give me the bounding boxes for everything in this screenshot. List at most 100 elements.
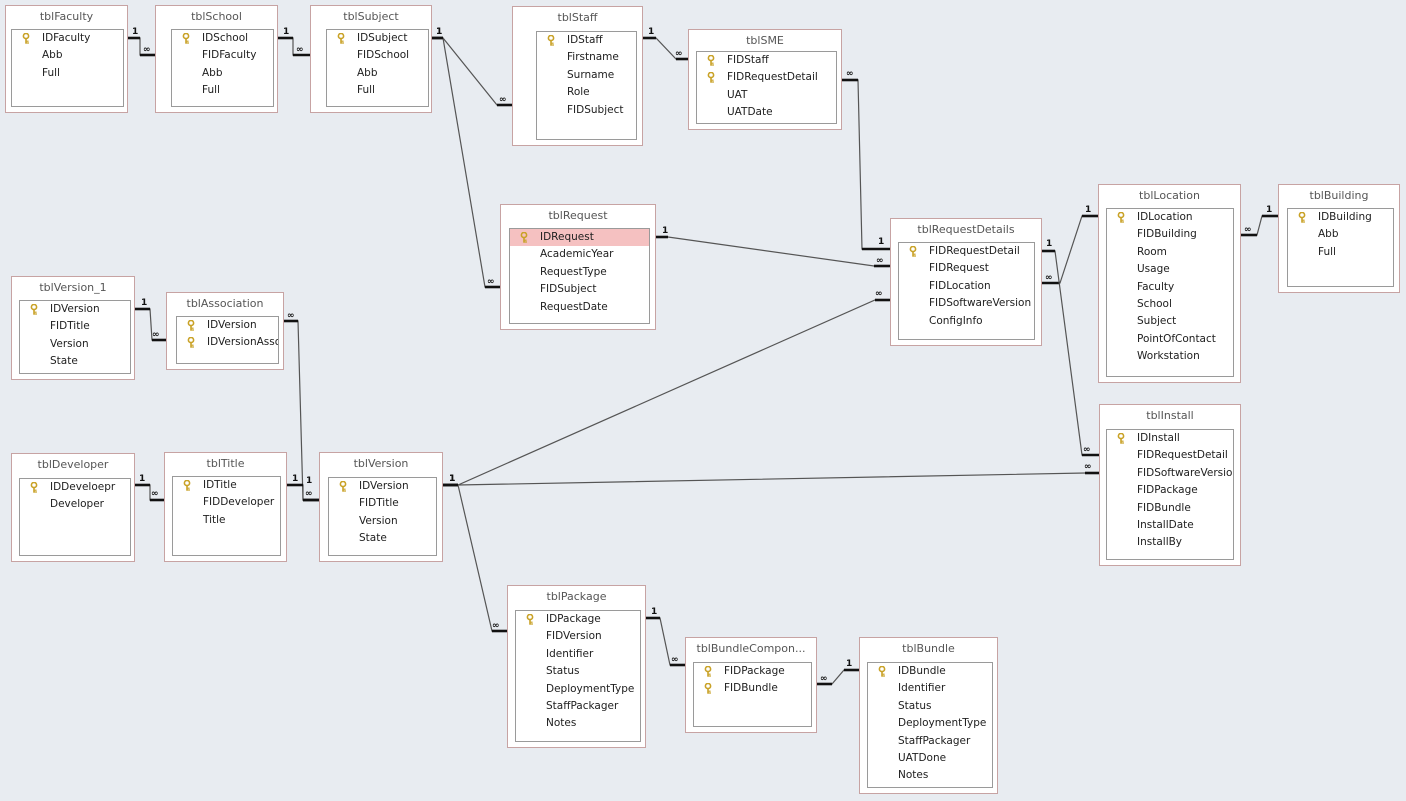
field-row[interactable]: Surname	[537, 67, 636, 84]
table-title[interactable]: tblVersion_1	[39, 281, 107, 294]
table-title[interactable]: tblAssociation	[186, 297, 264, 310]
field-row[interactable]: FIDVersion	[516, 628, 640, 645]
field-row[interactable]: Version	[329, 513, 436, 530]
relationship-line[interactable]: 1∞	[643, 27, 688, 61]
field-row[interactable]: InstallBy	[1107, 534, 1233, 551]
relationship-line[interactable]: 1∞	[128, 27, 155, 57]
field-row[interactable]: StaffPackager	[516, 698, 640, 715]
field-row[interactable]: UATDone	[868, 750, 992, 767]
field-row[interactable]: FIDSchool	[327, 47, 428, 64]
relationship-line[interactable]: 1∞	[1042, 205, 1098, 285]
field-row[interactable]: UATDate	[697, 104, 836, 121]
field-row[interactable]: Role	[537, 84, 636, 101]
relationship-line[interactable]: 1∞	[443, 462, 1099, 487]
field-row[interactable]: FIDTitle	[20, 318, 130, 335]
field-row[interactable]: IDFaculty	[12, 30, 123, 47]
table-title[interactable]: tblDeveloper	[37, 458, 109, 471]
field-row[interactable]: Notes	[868, 767, 992, 784]
field-row[interactable]: Subject	[1107, 313, 1233, 330]
table-title[interactable]: tblRequest	[548, 209, 608, 222]
field-row[interactable]: FIDSoftwareVersion	[899, 295, 1034, 312]
field-row[interactable]: FIDRequestDetail	[1107, 447, 1233, 464]
field-row[interactable]: FIDPackage	[1107, 482, 1233, 499]
field-row[interactable]: ConfigInfo	[899, 313, 1034, 330]
field-row[interactable]: FIDLocation	[899, 278, 1034, 295]
field-row[interactable]: IDSchool	[172, 30, 273, 47]
field-row[interactable]: Abb	[327, 65, 428, 82]
field-row[interactable]: IDBuilding	[1288, 209, 1393, 226]
field-row[interactable]: DeploymentType	[868, 715, 992, 732]
field-row[interactable]: IDDeveloepr	[20, 479, 130, 496]
field-row[interactable]: FIDSoftwareVersion	[1107, 465, 1233, 482]
field-row[interactable]: FIDRequestDetail	[899, 243, 1034, 260]
field-row[interactable]: IDVersion	[177, 317, 278, 334]
field-row[interactable]: IDRequest	[510, 229, 649, 247]
field-row[interactable]: Abb	[12, 47, 123, 64]
field-row[interactable]: UAT	[697, 87, 836, 104]
field-row[interactable]: FIDDeveloper	[173, 494, 280, 511]
table-title[interactable]: tblBundle	[902, 642, 955, 655]
relationship-line[interactable]: 1∞	[842, 69, 890, 251]
relationship-line[interactable]: 1∞	[1042, 239, 1099, 457]
field-row[interactable]: IDLocation	[1107, 209, 1233, 226]
field-row[interactable]: DeploymentType	[516, 681, 640, 698]
field-row[interactable]: State	[329, 530, 436, 547]
field-row[interactable]: Abb	[172, 65, 273, 82]
table-title[interactable]: tblBuilding	[1309, 189, 1369, 202]
field-row[interactable]: IDBundle	[868, 663, 992, 680]
field-row[interactable]: Firstname	[537, 49, 636, 66]
field-row[interactable]: Status	[516, 663, 640, 680]
field-row[interactable]: IDVersion	[329, 478, 436, 495]
relationship-line[interactable]: 1∞	[287, 474, 319, 502]
field-row[interactable]: RequestType	[510, 264, 649, 281]
field-row[interactable]: FIDRequest	[899, 260, 1034, 277]
field-row[interactable]: State	[20, 353, 130, 370]
table-title[interactable]: tblInstall	[1146, 409, 1194, 422]
relationship-line[interactable]: 1∞	[656, 226, 890, 268]
field-row[interactable]: StaffPackager	[868, 733, 992, 750]
field-row[interactable]: Workstation	[1107, 348, 1233, 365]
field-row[interactable]: RequestDate	[510, 299, 649, 316]
field-row[interactable]: IDStaff	[537, 32, 636, 49]
table-title[interactable]: tblVersion	[353, 457, 409, 470]
relationship-line[interactable]: 1∞	[278, 27, 310, 57]
field-row[interactable]: FIDTitle	[329, 495, 436, 512]
relationship-line[interactable]: 1∞	[1241, 205, 1278, 237]
field-row[interactable]: Full	[327, 82, 428, 99]
field-row[interactable]: Faculty	[1107, 279, 1233, 296]
field-row[interactable]: IDInstall	[1107, 430, 1233, 447]
field-row[interactable]: FIDSubject	[510, 281, 649, 298]
field-row[interactable]: Full	[172, 82, 273, 99]
relationship-line[interactable]: 1∞	[432, 27, 500, 289]
relationship-line[interactable]: 1∞	[646, 607, 685, 667]
table-title[interactable]: tblTitle	[206, 457, 245, 470]
field-row[interactable]: PointOfContact	[1107, 331, 1233, 348]
field-row[interactable]: Usage	[1107, 261, 1233, 278]
